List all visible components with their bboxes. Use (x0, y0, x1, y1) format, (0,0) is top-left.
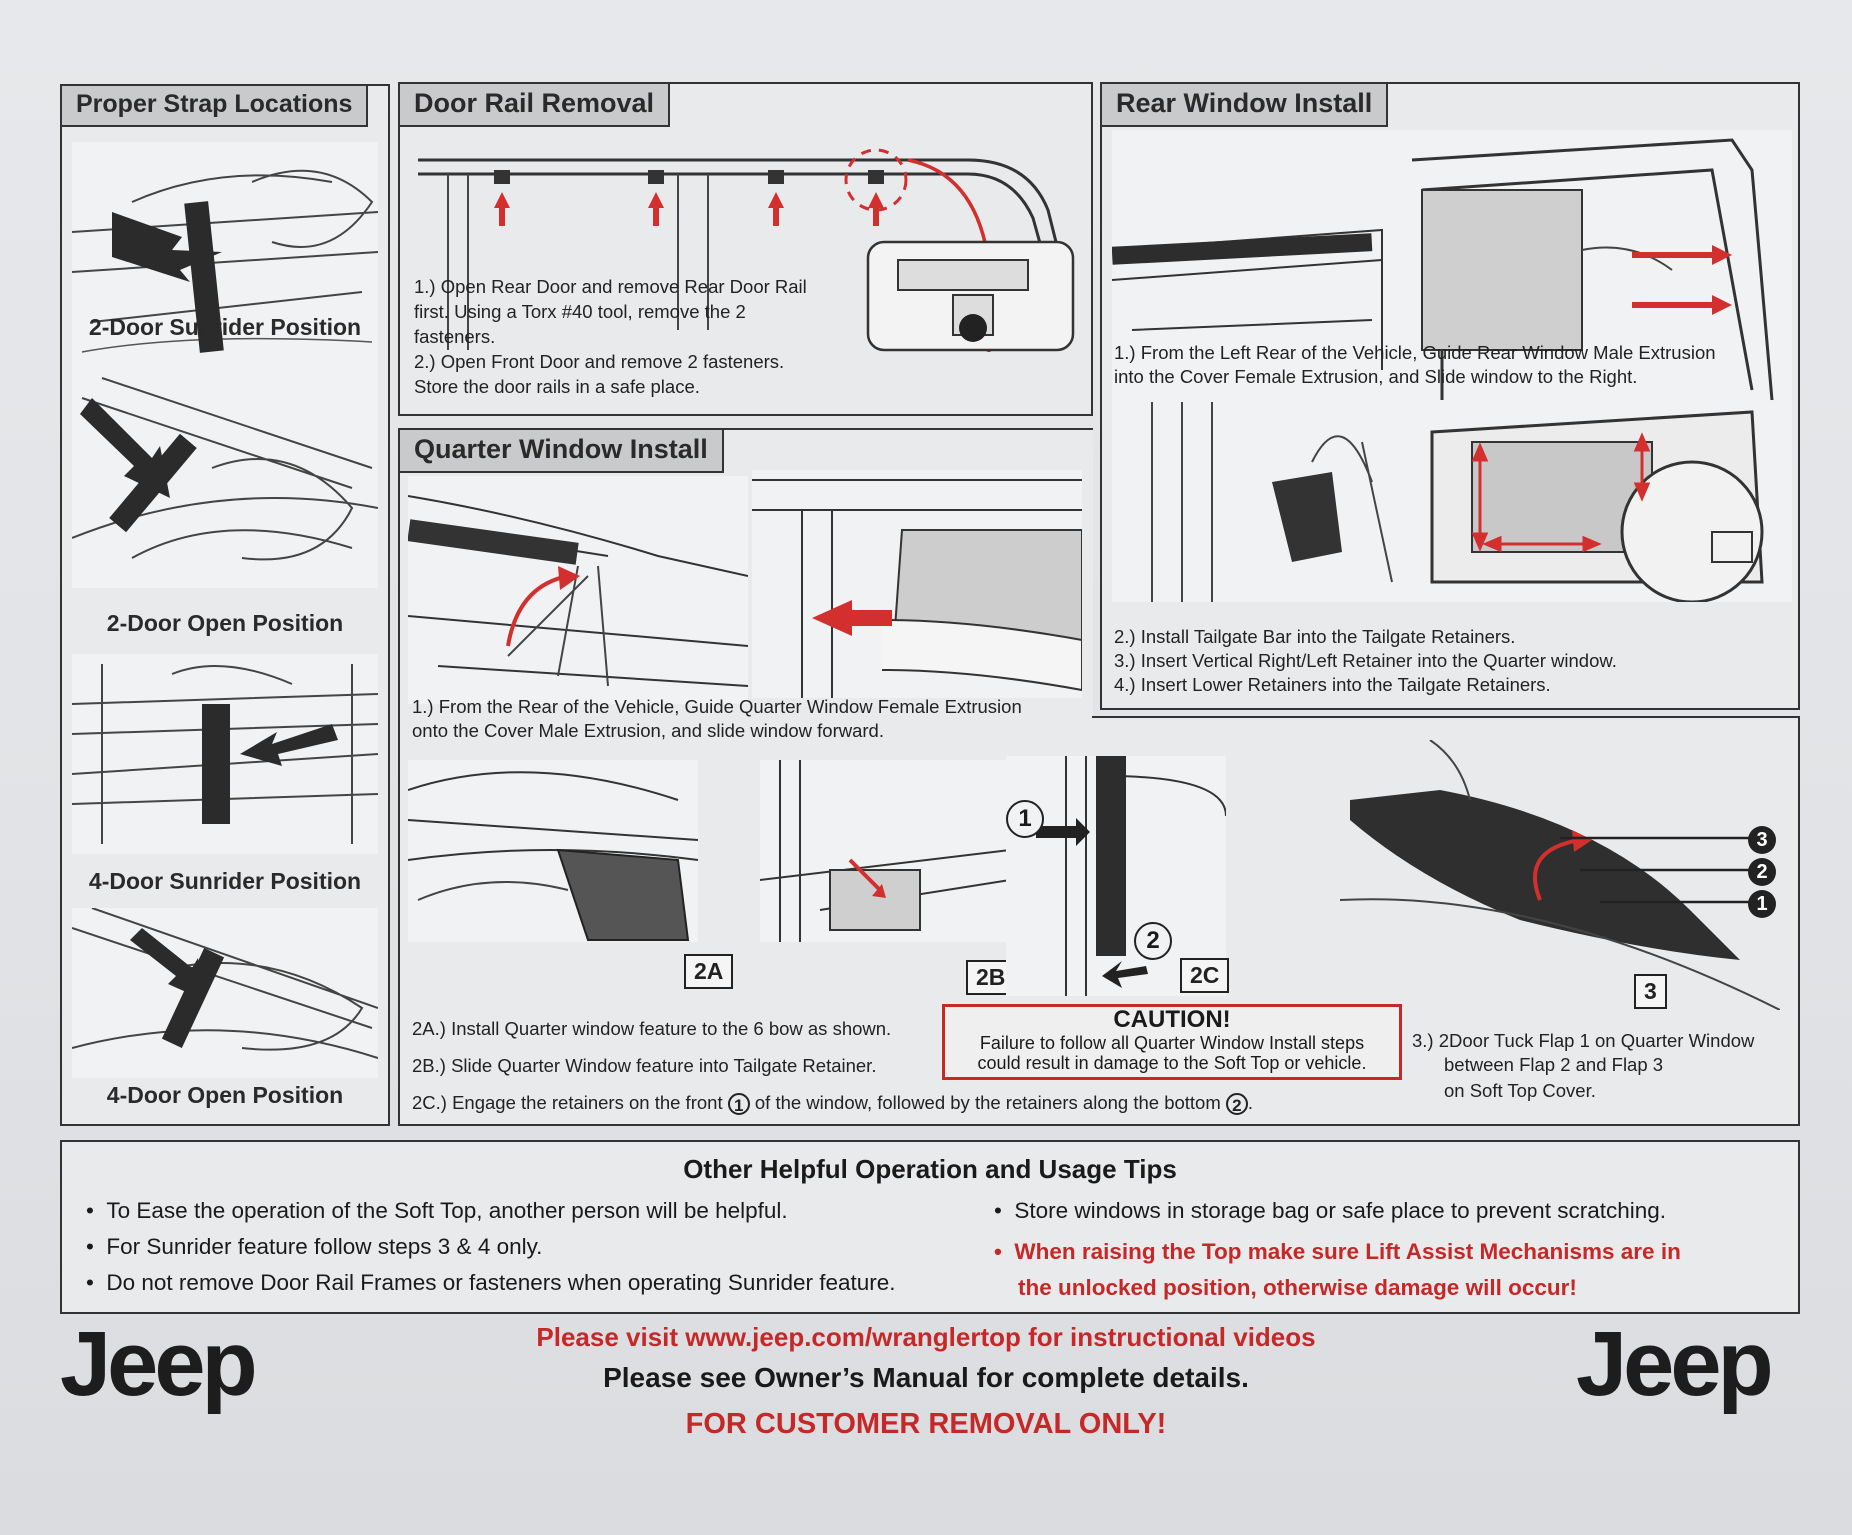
rear-window-panel: Rear Window Install 1.) From the Left Re… (1100, 82, 1800, 710)
door-rail-step-line-2: first. Using a Torx #40 tool, remove the… (414, 301, 746, 322)
door-rail-step-line-5: Store the door rails in a safe place. (414, 376, 700, 397)
tip-warning: • When raising the Top make sure Lift As… (994, 1234, 1681, 1306)
quarter-window-illustration-2c (1006, 756, 1226, 996)
tuck-flap-illustration (1340, 740, 1780, 1010)
rear-window-step-2: 2.) Install Tailgate Bar into the Tailga… (1114, 626, 1516, 647)
strap-label-4: 4-Door Open Position (106, 1082, 344, 1108)
rear-window-step1-line-1: 1.) From the Left Rear of the Vehicle, G… (1114, 342, 1716, 363)
rear-window-drawing-2 (1151, 402, 1764, 602)
tag-2a: 2A (684, 954, 734, 989)
tip-warning-line-1: When raising the Top make sure Lift Assi… (1014, 1239, 1681, 1264)
footer-video-link[interactable]: Please visit www.jeep.com/wranglertop fo… (536, 1322, 1316, 1352)
rear-window-drawing-1 (1112, 138, 1774, 401)
door-rail-title: Door Rail Removal (400, 84, 671, 127)
rear-window-illustration-1 (1112, 130, 1792, 406)
quarter-window-drawing-1 (408, 495, 748, 687)
footer-customer-removal: FOR CUSTOMER REMOVAL ONLY! (685, 1408, 1167, 1440)
quarter-window-drawing-2b (760, 760, 1010, 942)
rear-window-title: Rear Window Install (1102, 84, 1389, 127)
callout-circle-2-2c: 2 (1134, 922, 1172, 960)
jeep-logo-right: Jeep (1576, 1313, 1774, 1415)
strap-panel-title: Proper Strap Locations (62, 86, 369, 127)
door-rail-step-line-1: 1.) Open Rear Door and remove Rear Door … (414, 276, 807, 297)
quarter-window-title: Quarter Window Install (400, 430, 724, 473)
tips-panel: Other Helpful Operation and Usage Tips •… (60, 1140, 1800, 1314)
tuck-flap-drawing (1340, 740, 1780, 1010)
step-2b-text: 2B.) Slide Quarter Window feature into T… (412, 1055, 877, 1076)
rear-window-step-4: 4.) Insert Lower Retainers into the Tail… (1114, 674, 1551, 695)
strap-illustration-1 (72, 142, 378, 392)
tuck-flap-line-2: between Flap 2 and Flap 3 (1444, 1054, 1664, 1075)
strap-drawing-4 (72, 908, 378, 1059)
quarter-window-drawing-2c (1036, 756, 1226, 996)
tuck-callout-3: 3 (1748, 826, 1776, 854)
step-2c-circle-2: 2 (1225, 1093, 1248, 1116)
strap-illustration-3 (72, 654, 378, 854)
callout-circle-1-2c: 1 (1006, 800, 1044, 838)
strap-illustration-4 (72, 908, 378, 1078)
step-2c-post: . (1247, 1092, 1254, 1113)
quarter-window-drawing-2 (752, 479, 1082, 698)
tip-left-2-text: For Sunrider feature follow steps 3 & 4 … (106, 1234, 543, 1259)
rear-window-step1-line-2: into the Cover Female Extrusion, and Sli… (1114, 366, 1638, 387)
quarter-window-step1-line-1: 1.) From the Rear of the Vehicle, Guide … (412, 696, 1022, 717)
tag-3: 3 (1634, 974, 1667, 1009)
tip-right-1-text: Store windows in storage bag or safe pla… (1014, 1198, 1667, 1223)
quarter-window-illustration-2b (760, 760, 1010, 942)
tuck-callout-1: 1 (1748, 890, 1776, 918)
tuck-flap-line-3: on Soft Top Cover. (1444, 1080, 1596, 1101)
strap-label-2: 2-Door Open Position (106, 610, 344, 636)
step-2c-circle-1: 1 (727, 1093, 750, 1116)
tip-left-3-text: Do not remove Door Rail Frames or fasten… (106, 1270, 896, 1295)
step-2c-pre: 2C.) Engage the retainers on the front (412, 1092, 723, 1113)
rear-window-step-3: 3.) Insert Vertical Right/Left Retainer … (1114, 650, 1617, 671)
door-rail-illustration (408, 130, 1083, 352)
strap-drawing-3 (72, 664, 378, 844)
caution-title: CAUTION! (1113, 1006, 1231, 1033)
tuck-flap-line-1: 3.) 2Door Tuck Flap 1 on Quarter Window (1412, 1030, 1755, 1051)
step-2c-mid: of the window, followed by the retainers… (754, 1092, 1221, 1113)
tuck-callout-2: 2 (1748, 858, 1776, 886)
jeep-logo-left: Jeep (60, 1313, 258, 1415)
strap-label-1: 2-Door Sunrider Position (88, 314, 362, 340)
door-rail-step-line-3: fasteners. (414, 326, 496, 347)
strap-drawing-2 (72, 377, 378, 561)
tip-left-3: • Do not remove Door Rail Frames or fast… (86, 1270, 896, 1295)
tip-warning-line-2: the unlocked position, otherwise damage … (1018, 1275, 1577, 1300)
tip-left-1: • To Ease the operation of the Soft Top,… (86, 1198, 788, 1223)
tips-title: Other Helpful Operation and Usage Tips (683, 1154, 1177, 1184)
caution-box: CAUTION! Failure to follow all Quarter W… (942, 1004, 1402, 1080)
step-2c-text: 2C.) Engage the retainers on the front 1… (412, 1090, 1253, 1116)
tip-left-2: • For Sunrider feature follow steps 3 & … (86, 1234, 543, 1259)
strap-drawing-1 (72, 169, 378, 373)
caution-line-1: Failure to follow all Quarter Window Ins… (979, 1033, 1365, 1053)
strap-illustration-2 (72, 358, 378, 588)
quarter-window-panel: Quarter Window Install 1.) From the Rear… (398, 428, 1093, 1126)
tip-right-1: • Store windows in storage bag or safe p… (994, 1198, 1667, 1223)
rear-window-illustration-2 (1112, 402, 1792, 602)
tag-2c: 2C (1180, 958, 1230, 993)
step-2a-text: 2A.) Install Quarter window feature to t… (412, 1018, 892, 1039)
tip-left-1-text: To Ease the operation of the Soft Top, a… (106, 1198, 788, 1223)
strap-label-3: 4-Door Sunrider Position (88, 868, 362, 894)
quarter-window-drawing-2a (408, 771, 698, 941)
door-rail-panel: Door Rail Removal (398, 82, 1093, 416)
door-rail-step-line-4: 2.) Open Front Door and remove 2 fastene… (414, 351, 785, 372)
quarter-window-illustration-1 (408, 476, 748, 704)
caution-line-2: could result in damage to the Soft Top o… (977, 1053, 1367, 1073)
quarter-window-step1-line-2: onto the Cover Male Extrusion, and slide… (412, 720, 884, 741)
quarter-window-illustration-2 (752, 470, 1082, 698)
strap-panel: Proper Strap Locations 2-Door Sunrider P… (60, 84, 390, 1126)
footer-manual-note: Please see Owner’s Manual for complete d… (603, 1362, 1249, 1393)
door-rail-drawing (418, 148, 1075, 352)
quarter-window-illustration-2a (408, 760, 698, 942)
